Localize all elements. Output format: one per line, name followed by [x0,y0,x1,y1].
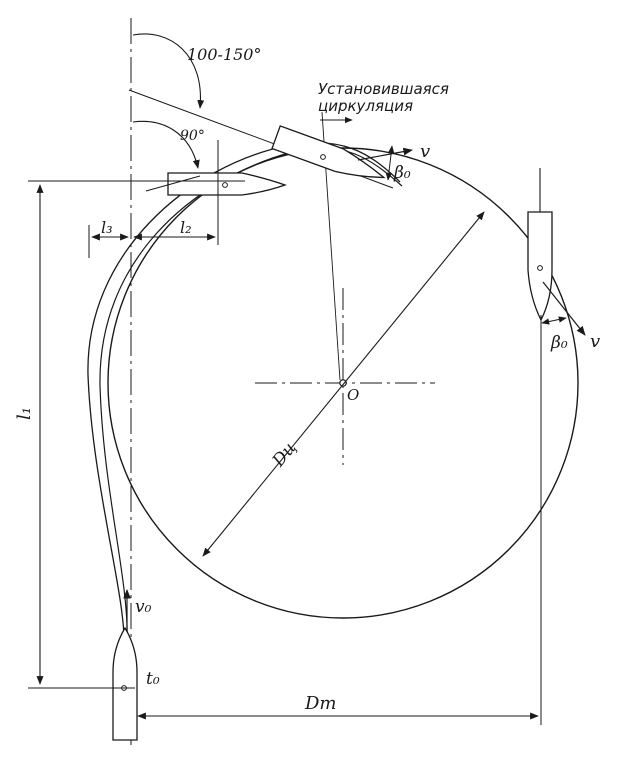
ship-right-cg [537,265,543,271]
ship-initial [112,626,138,741]
beta-top-label: β₀ [393,163,411,183]
beta-top-arrow [385,145,395,181]
steady-label-line1: Установившаяся [318,80,449,98]
center-label: O [347,386,359,404]
t0-label: t₀ [146,669,160,689]
v-right-label: v [590,331,600,352]
turning-circle [107,147,579,619]
angle-arc-large [132,33,205,109]
ship-steady-cg [320,154,326,160]
l2-label: l₂ [180,218,192,237]
l1-label: l₁ [14,407,35,420]
v-top-arrow [357,147,413,161]
v0-label: v₀ [135,597,152,617]
beta-right-label: β₀ [550,333,568,353]
angle-arc-right [132,120,200,169]
v-top-label: v [420,141,430,162]
center-crosshair [255,288,435,465]
v-right-arrow [542,281,586,336]
trajectory-outer [87,142,401,641]
ship-90deg-cg [222,182,228,188]
l3-label: l₃ [101,218,113,237]
angle-large-label: 100-150° [187,45,261,64]
ship-steady [271,125,386,179]
dt-label: Dт [304,693,337,714]
steady-label-line2: циркуляция [318,97,413,115]
angle-right-label: 90° [180,128,205,144]
ship-90deg-rudder [145,175,201,192]
beta-right-arrow [541,316,567,325]
diameter-dc-line [202,211,485,557]
